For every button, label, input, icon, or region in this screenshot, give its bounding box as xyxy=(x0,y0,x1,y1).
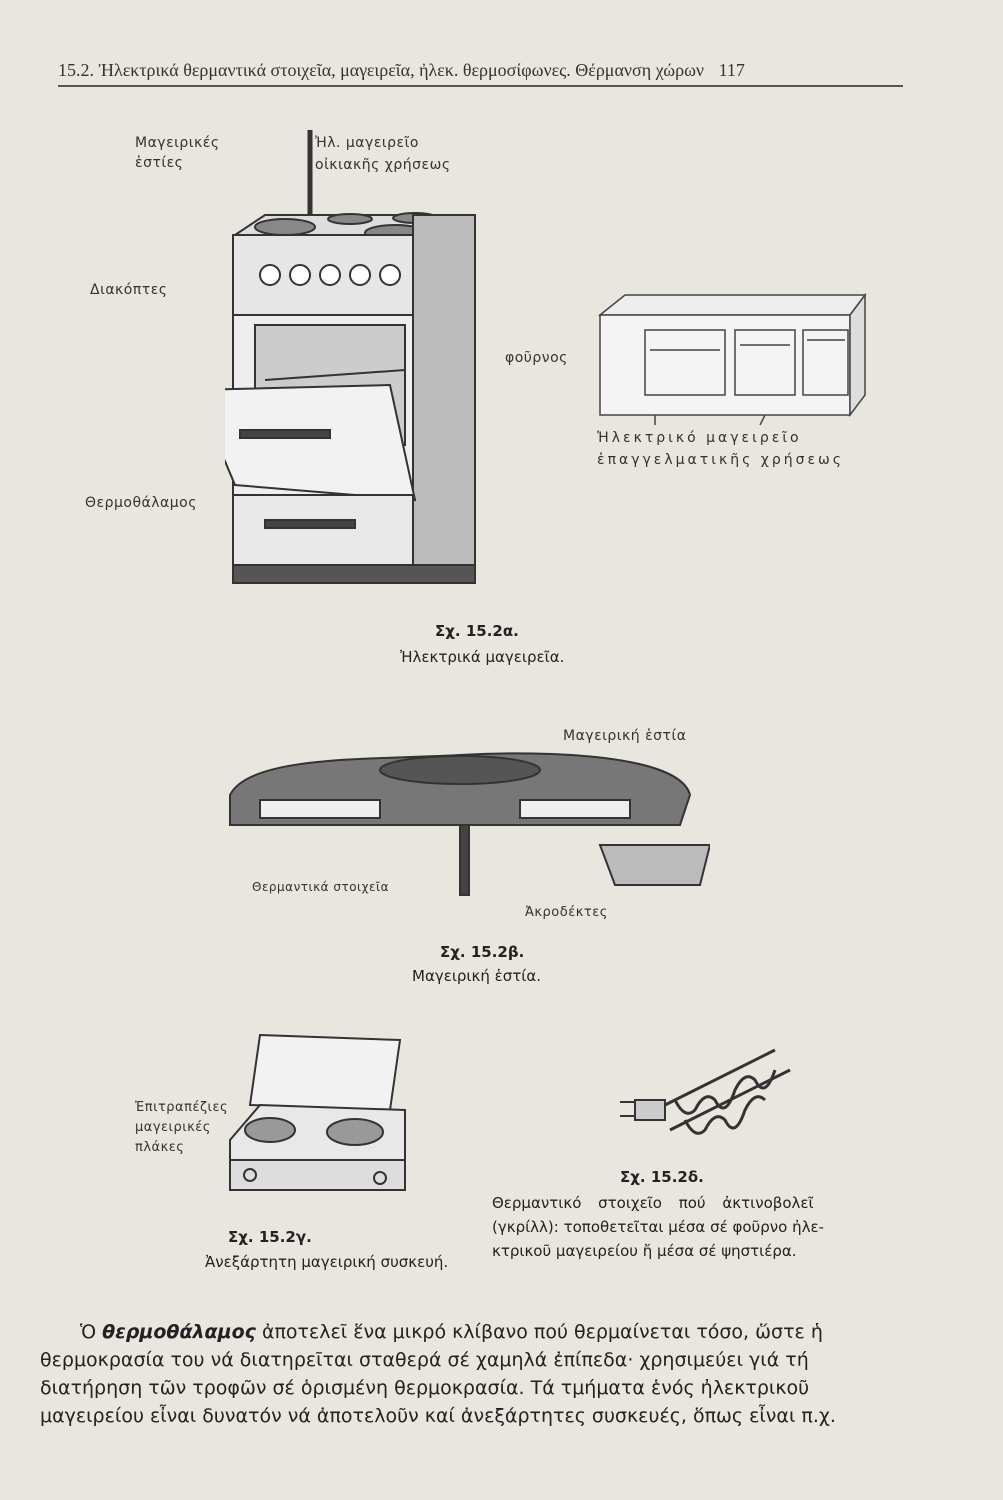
label-tabletop-line1: Ἐπιτραπέζιες xyxy=(135,1100,229,1115)
paragraph-line-2: θερμοκρασία του νά διατηρεῖται σταθερά σ… xyxy=(40,1349,809,1371)
fig-d-caption-line2: (γκρίλλ): τοποθετεῖται μέσα σέ φοῦρνο ἠλ… xyxy=(492,1218,824,1236)
label-stove-line1: Ἠλ. μαγειρεῖο xyxy=(315,135,419,151)
label-terminals: Ἀκροδέκτες xyxy=(525,905,608,920)
body-paragraph: Ὁ θερμοθάλαμος ἀποτελεῖ ἕνα μικρό κλίβαν… xyxy=(40,1318,920,1430)
label-burners: Μαγειρικές ἑστίες xyxy=(135,135,220,171)
label-tabletop-line3: πλάκες xyxy=(135,1140,185,1155)
fig-d-caption-line3: κτρικοῦ μαγειρείου ἤ μέσα σέ ψηστιέρα. xyxy=(492,1242,797,1260)
paragraph-lead: Ὁ xyxy=(80,1321,103,1343)
label-heating-elements: Θερμαντικά στοιχεῖα xyxy=(252,880,389,894)
fig-d-caption-line1: Θερμαντικό στοιχεῖο πού ἀκτινοβολεῖ xyxy=(492,1194,814,1212)
label-switches: Διακόπτες xyxy=(90,282,168,298)
running-header: 15.2. Ἠλεκτρικά θερμαντικά στοιχεῖα, μαγ… xyxy=(58,60,745,81)
paragraph-line-3: διατήρηση τῶν τροφῶν σέ ὁρισμένη θερμοκρ… xyxy=(40,1377,810,1399)
paragraph-term: θερμοθάλαμος xyxy=(102,1321,256,1343)
fig-a-caption-number: Σχ. 15.2α. xyxy=(435,622,519,640)
label-hob: Μαγειρική ἑστία xyxy=(563,728,687,744)
fig-a-caption-text: Ἠλεκτρικά μαγειρεῖα. xyxy=(400,648,565,666)
header-title: 15.2. Ἠλεκτρικά θερμαντικά στοιχεῖα, μαγ… xyxy=(58,60,705,80)
paragraph-line-1: ἀποτελεῖ ἕνα μικρό κλίβανο πού θερμαίνετ… xyxy=(255,1321,823,1343)
label-warming-drawer: Θερμοθάλαμος xyxy=(85,495,197,511)
header-rule xyxy=(58,85,903,87)
fig-c-caption-number: Σχ. 15.2γ. xyxy=(228,1228,312,1246)
hob-illustration xyxy=(229,752,710,896)
tabletop-cooker-illustration xyxy=(229,1033,406,1191)
paragraph-line-4: μαγειρείου εἶναι δυνατόν νά ἀποτελοῦν κα… xyxy=(40,1405,836,1427)
label-oven: φοῦρνος xyxy=(505,350,568,366)
fig-b-caption-number: Σχ. 15.2β. xyxy=(440,943,525,961)
fig-d-caption-number: Σχ. 15.2δ. xyxy=(620,1168,704,1186)
professional-stove-illustration xyxy=(597,292,867,426)
fig-b-caption-text: Μαγειρική ἑστία. xyxy=(412,967,541,985)
label-stove-line2: οἰκιακῆς χρήσεως xyxy=(315,157,451,173)
domestic-stove-illustration xyxy=(225,130,476,584)
fig-c-caption-text: Ἀνεξάρτητη μαγειρική συσκευή. xyxy=(205,1253,449,1271)
grill-element-illustration xyxy=(620,1048,791,1135)
label-pro-line2: ἐπαγγελματικῆς χρήσεως xyxy=(597,452,844,468)
label-tabletop-line2: μαγειρικές xyxy=(135,1120,211,1135)
page-number: 117 xyxy=(718,60,745,80)
label-pro-line1: Ἠλεκτρικό μαγειρεῖο xyxy=(597,430,802,446)
